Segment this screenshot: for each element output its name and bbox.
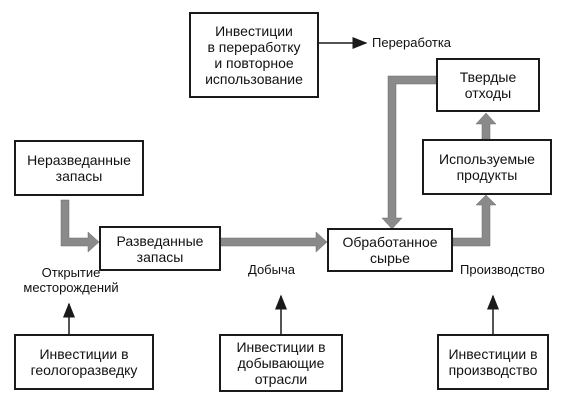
box-used-products: Используемые продукты	[422, 139, 552, 195]
box-solid-waste: Твердые отходы	[436, 58, 540, 112]
box-invest-processing: Инвестиции в переработку и повторное исп…	[189, 12, 319, 98]
label-discovery: Открытие месторождений	[23, 265, 119, 295]
box-unexplored-reserves: Неразведанные запасы	[14, 140, 144, 196]
flow-arrow-recycling-loop	[381, 75, 437, 230]
box-explored-reserves: Разведанные запасы	[99, 226, 221, 271]
flow-arrow-production	[452, 194, 497, 247]
flow-arrow-products-to-waste	[475, 112, 497, 140]
label-extraction: Добыча	[248, 262, 295, 277]
box-invest-production: Инвестиции в производство	[437, 334, 549, 390]
box-invest-mining: Инвестиции в добывающие отрасли	[219, 334, 343, 392]
label-production: Производство	[460, 262, 545, 277]
flow-arrow-extraction	[219, 231, 328, 253]
label-processing: Переработка	[372, 35, 452, 50]
box-invest-geology: Инвестиции в геологоразведку	[14, 334, 154, 390]
flow-arrow-unexplored-to-explored	[60, 199, 100, 253]
box-processed-raw: Обработанное сырье	[327, 228, 453, 272]
